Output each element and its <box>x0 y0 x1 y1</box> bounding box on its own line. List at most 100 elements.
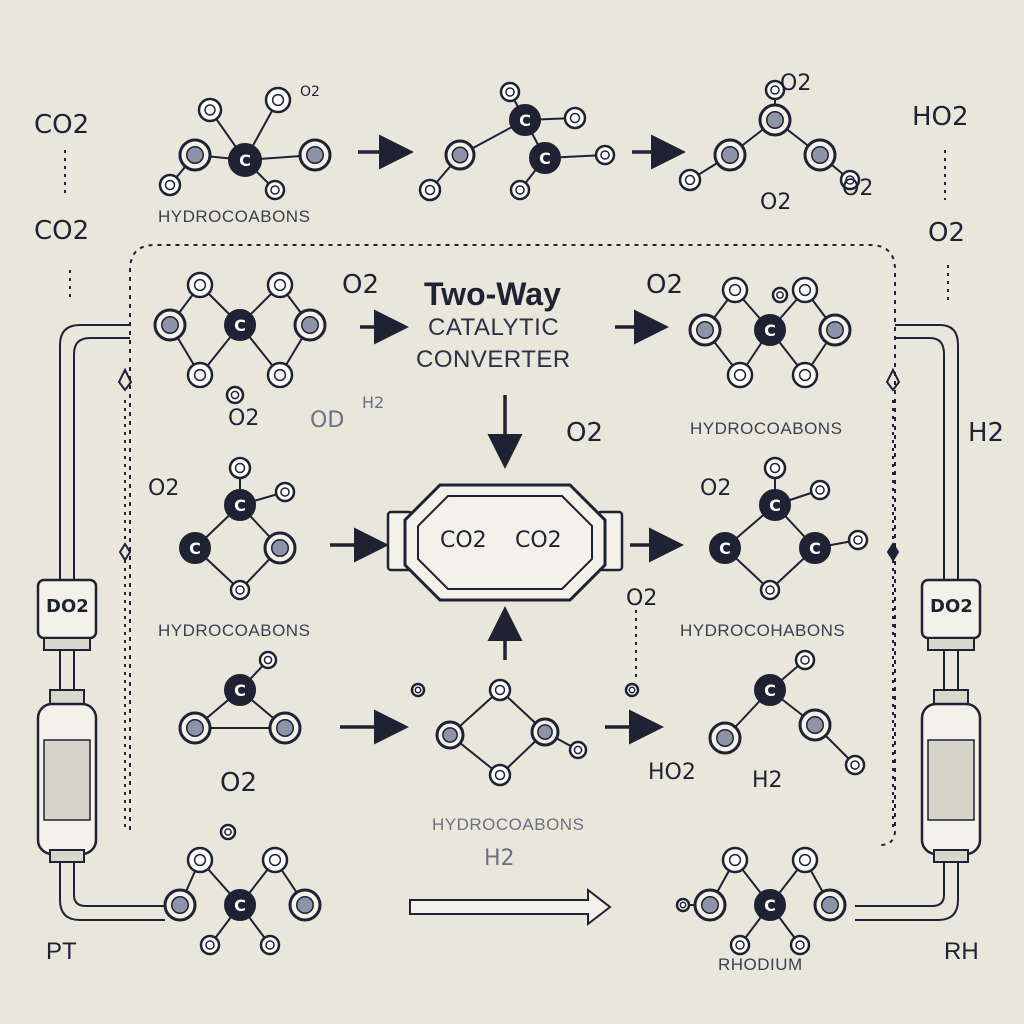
molecule-row4-center-atom-0 <box>488 678 512 702</box>
molecule-row3-right-atom-2: C <box>799 532 831 564</box>
molecule-row4-left: C <box>178 650 302 745</box>
label-hydrocarbons-right-mid: HYDROCOHABONS <box>680 621 846 640</box>
label-o2-row2-right: O2 <box>646 270 684 300</box>
molecule-bottom-right-atom-1 <box>721 846 749 874</box>
molecule-top-2-atom-7 <box>499 81 521 103</box>
molecule-row2-right-atom-1 <box>721 276 749 304</box>
svg-text:C: C <box>239 151 251 170</box>
molecule-row4-left-atom-1 <box>178 711 212 745</box>
molecule-row2-left-atom-6 <box>266 361 294 389</box>
molecule-row2-left-atom-2 <box>266 271 294 299</box>
molecule-top-2-atom-0: C <box>509 104 541 136</box>
svg-text:C: C <box>719 539 731 558</box>
label-o2-top-d: O2 <box>842 176 874 201</box>
molecule-row2-right-atom-4 <box>818 313 852 347</box>
label-h2-bottom: H2 <box>484 846 515 871</box>
label-h2-row2: H2 <box>362 393 385 412</box>
converter-label-left: CO2 <box>440 528 487 553</box>
molecule-top-2-atom-5 <box>509 179 531 201</box>
label-o2-top-a: O2 <box>300 84 320 100</box>
title-line-2: CATALYTIC <box>428 314 560 341</box>
molecule-row4-right-atom-3 <box>794 649 816 671</box>
label-rhodium: RHODIUM <box>718 955 803 974</box>
molecule-row2-left-atom-1 <box>186 271 214 299</box>
svg-text:C: C <box>764 321 776 340</box>
molecule-bottom-right: C <box>675 846 847 956</box>
molecule-top-1-atom-3 <box>264 86 292 114</box>
molecule-row4-right-atom-5 <box>624 682 640 698</box>
loop-markers <box>117 367 901 562</box>
molecule-top-3-atom-3 <box>764 79 786 101</box>
molecule-bottom-left-atom-7 <box>219 823 237 841</box>
molecule-row4-right-atom-2 <box>798 708 832 742</box>
svg-text:C: C <box>234 496 246 515</box>
svg-text:C: C <box>764 681 776 700</box>
svg-text:C: C <box>234 896 246 915</box>
label-pt: PT <box>46 938 77 965</box>
label-hydrocarbons-right-upper: HYDROCOABONS <box>690 419 843 438</box>
molecule-top-3-atom-4 <box>678 168 702 192</box>
molecule-bottom-left-atom-3 <box>163 888 197 922</box>
molecule-bottom-left-atom-6 <box>259 934 281 956</box>
molecule-row4-right-atom-4 <box>844 754 866 776</box>
title-line-1: Two-Way <box>424 276 561 312</box>
molecule-row4-center-atom-2 <box>530 717 560 747</box>
molecule-row2-left: C <box>153 271 327 405</box>
label-rh: RH <box>944 938 979 965</box>
molecule-row4-left-atom-2 <box>268 711 302 745</box>
molecule-row2-right: C <box>688 276 852 389</box>
label-o2-row3-left: O2 <box>148 476 180 501</box>
molecule-top-2-atom-4 <box>418 178 442 202</box>
left-canister <box>36 689 98 863</box>
converter-housing <box>386 483 624 602</box>
molecule-top-2-atom-3 <box>563 106 587 130</box>
molecule-top-1-atom-6 <box>264 179 286 201</box>
molecule-row3-right-atom-1: C <box>709 532 741 564</box>
molecule-top-2-atom-6 <box>594 144 616 166</box>
label-o2-row4-left: O2 <box>220 768 258 798</box>
molecule-row3-left-atom-4 <box>274 481 296 503</box>
molecule-top-3 <box>678 79 861 192</box>
label-h2-side: H2 <box>968 418 1005 448</box>
svg-text:C: C <box>234 316 246 335</box>
label-h2-row4: H2 <box>752 768 783 793</box>
molecule-row4-center <box>410 678 588 787</box>
molecule-bottom-right-atom-6 <box>789 934 811 956</box>
svg-text:C: C <box>234 681 246 700</box>
label-hydrocarbons-left-mid: HYDROCOABONS <box>158 621 311 640</box>
dashed-loop-border <box>129 244 896 846</box>
molecule-row4-center-atom-1 <box>435 720 465 750</box>
right-exhaust-pipe <box>855 324 959 921</box>
label-o2-row2-left: O2 <box>342 270 380 300</box>
molecule-top-3-atom-1 <box>713 138 747 172</box>
label-o2-center: O2 <box>566 418 604 448</box>
title-line-3: CONVERTER <box>416 346 571 373</box>
molecule-bottom-right-atom-7 <box>675 897 691 913</box>
molecule-row2-right-atom-3 <box>688 313 722 347</box>
label-hydrocarbons-top: HYDROCOABONS <box>158 207 311 226</box>
molecule-bottom-left-atom-1 <box>186 846 214 874</box>
molecule-row4-right-atom-1 <box>708 721 742 755</box>
molecule-row3-left-atom-1: C <box>179 532 211 564</box>
molecule-row2-right-atom-7 <box>771 286 789 304</box>
molecule-row2-right-atom-5 <box>726 361 754 389</box>
molecule-top-3-atom-5 <box>839 169 861 191</box>
svg-text:C: C <box>539 149 551 168</box>
label-partial-row2: OD <box>310 408 345 433</box>
molecule-row3-left-atom-5 <box>229 579 251 601</box>
molecule-row3-left-atom-0: C <box>224 489 256 521</box>
label-co2-top-left: CO2 <box>34 110 90 140</box>
molecule-bottom-left: C <box>163 823 322 956</box>
dotted-leaders <box>64 150 949 830</box>
molecule-bottom-right-atom-2 <box>791 846 819 874</box>
svg-text:C: C <box>764 896 776 915</box>
molecule-row4-right-atom-0: C <box>754 674 786 706</box>
label-o2-right-2: O2 <box>928 218 966 248</box>
molecule-top-1-atom-0: C <box>228 143 262 177</box>
molecule-top-1-atom-2 <box>197 97 223 123</box>
bottom-flow-arrow <box>409 887 612 927</box>
molecule-row2-left-atom-3 <box>153 308 187 342</box>
